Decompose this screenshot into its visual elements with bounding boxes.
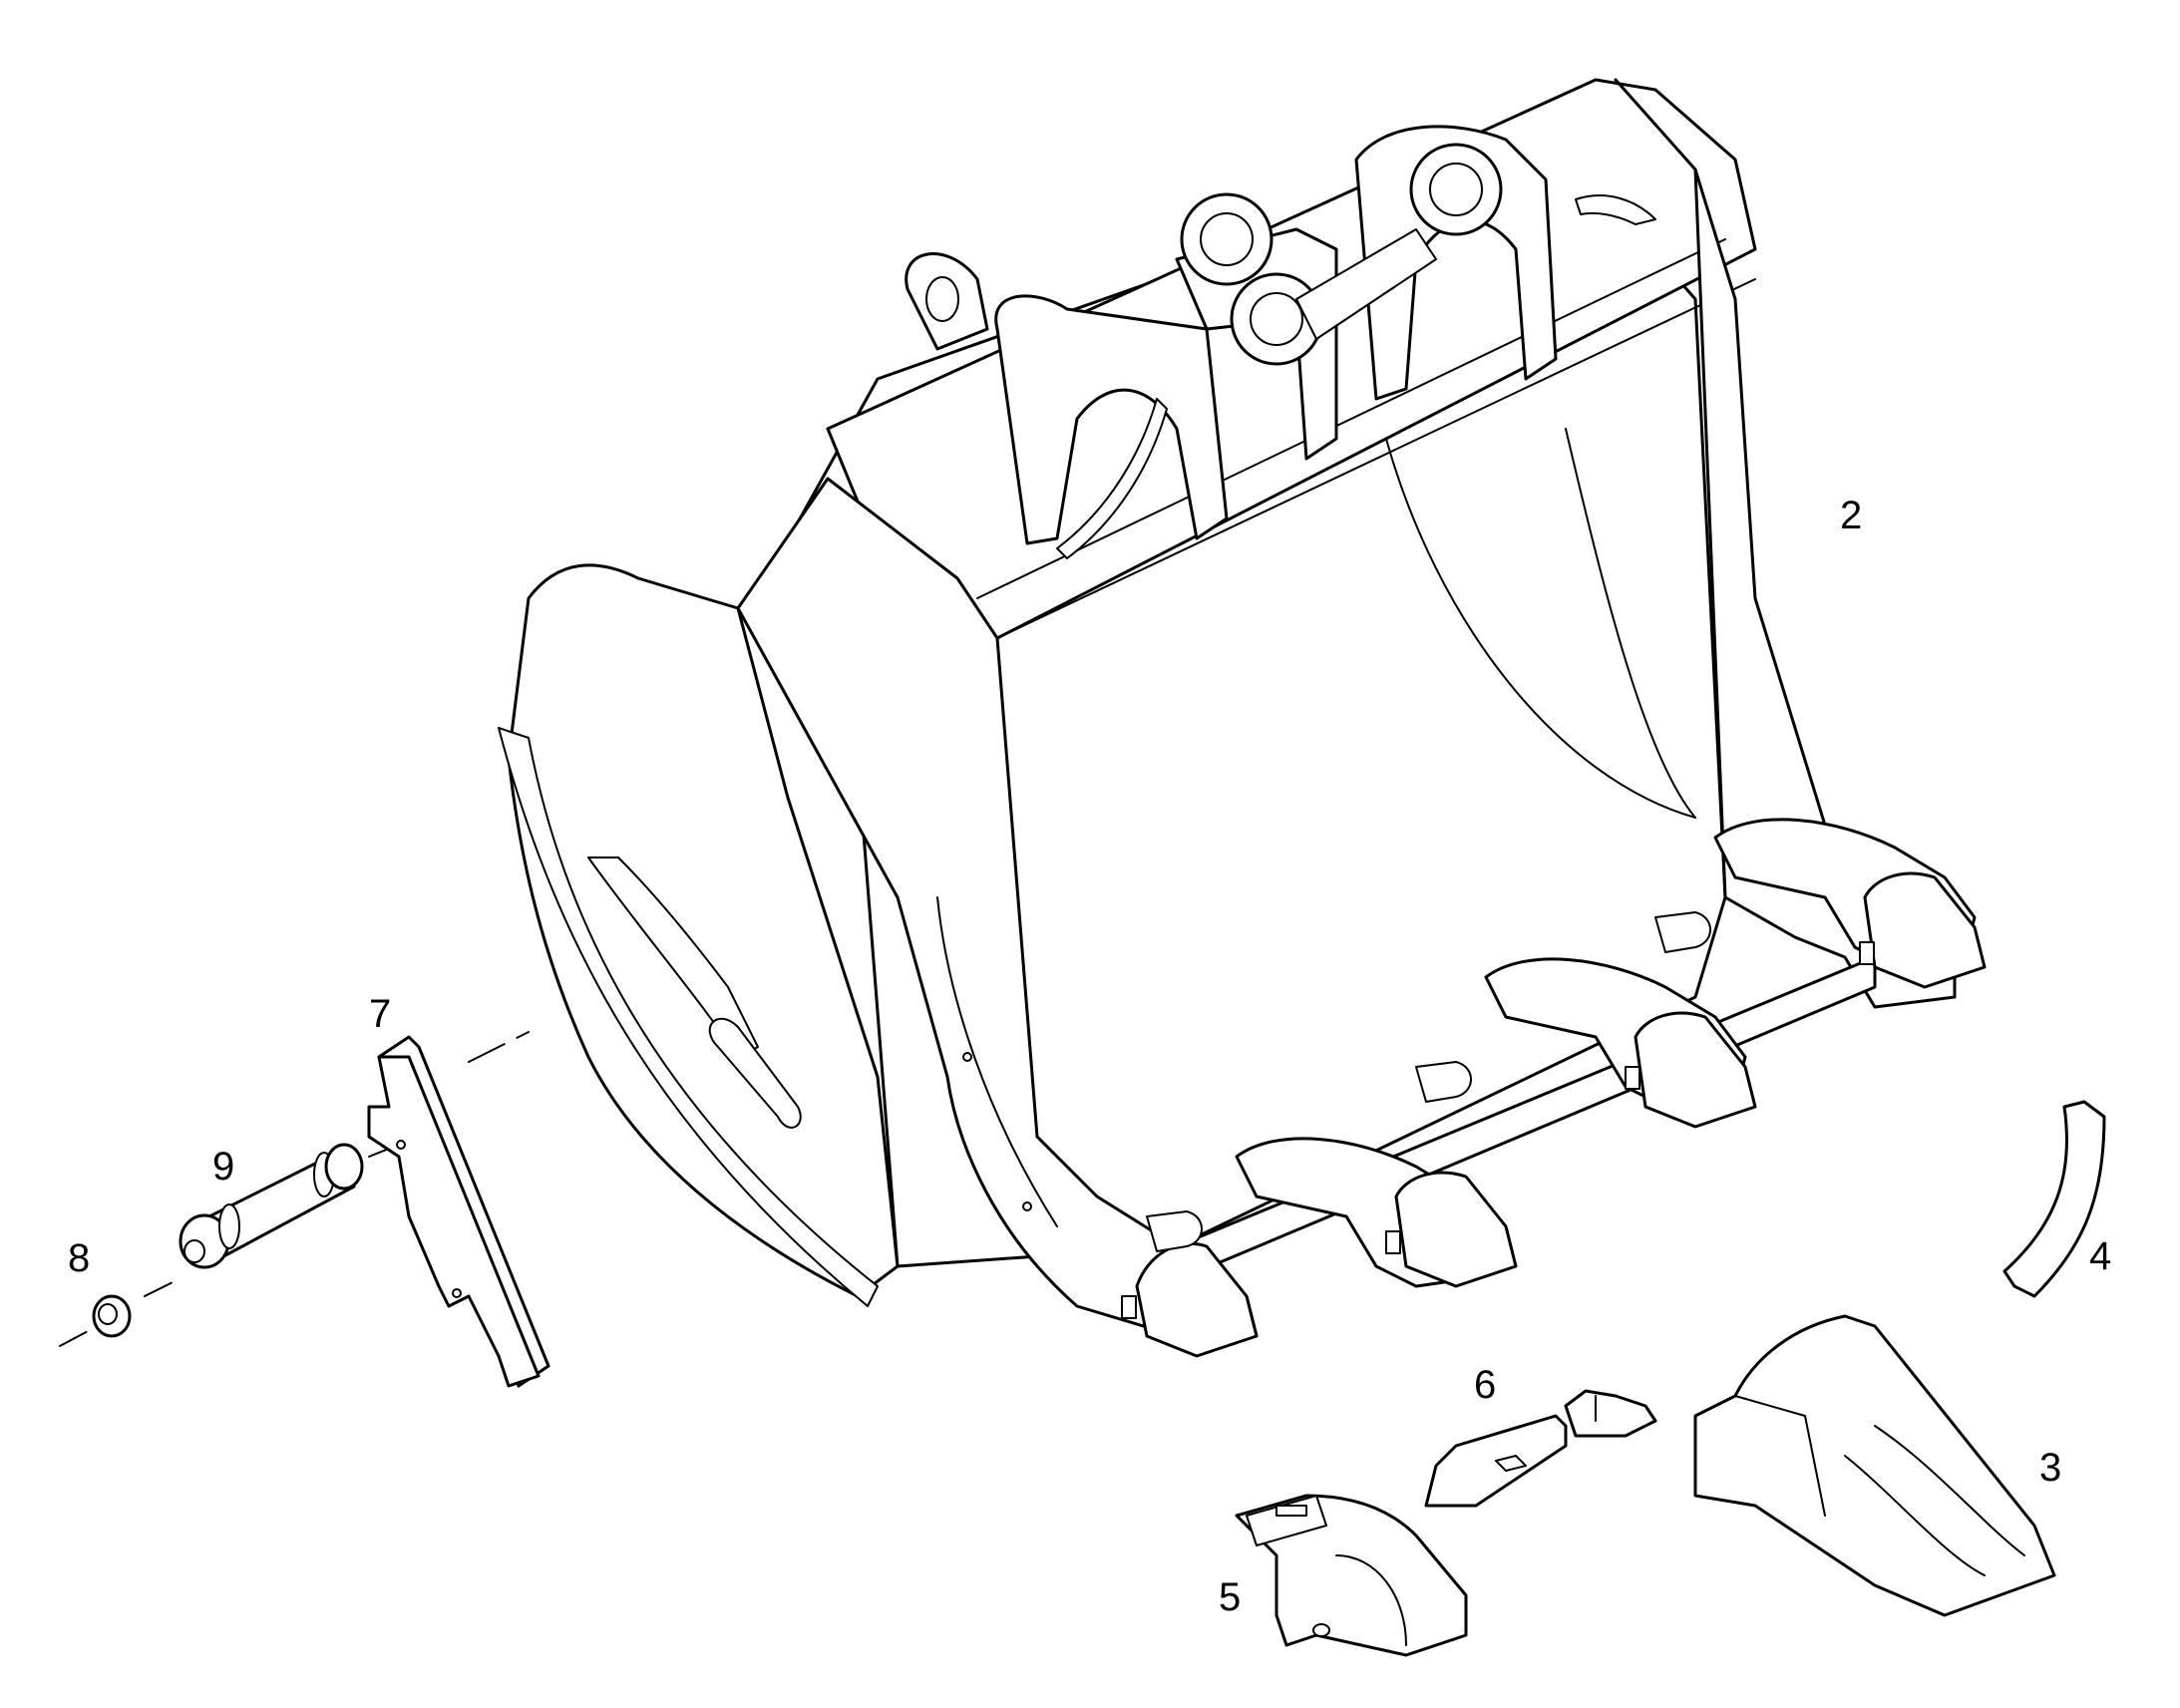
lock-ring-part-8 — [92, 1294, 132, 1338]
callout-3: 3 — [2039, 1446, 2061, 1490]
callouts: 2 3 4 5 6 7 8 9 — [68, 494, 2111, 1619]
mount-bracket-left — [994, 294, 1229, 545]
wear-strip-part-7 — [367, 1035, 550, 1388]
side-cutter-part-4 — [2002, 1100, 2106, 1298]
callout-8: 8 — [68, 1236, 90, 1280]
callout-4: 4 — [2089, 1234, 2111, 1278]
callout-9: 9 — [212, 1145, 234, 1189]
pin-boss-3 — [1409, 143, 1503, 236]
tooth-part-3 — [1693, 1314, 2056, 1617]
bucket-side-plate-right — [736, 477, 1259, 1338]
pin-boss-1 — [1180, 192, 1273, 286]
callout-6: 6 — [1474, 1363, 1496, 1407]
alignment-axis — [59, 1031, 530, 1347]
callout-7: 7 — [369, 992, 391, 1036]
callout-5: 5 — [1219, 1575, 1241, 1619]
bucket-part-2 — [498, 78, 1987, 1358]
pin-part-9 — [179, 1143, 364, 1269]
callout-2: 2 — [1840, 494, 1862, 537]
retainer-part-6 — [1424, 1389, 1657, 1508]
adapter-part-5 — [1235, 1494, 1468, 1657]
mount-bracket-right — [1354, 125, 1558, 401]
